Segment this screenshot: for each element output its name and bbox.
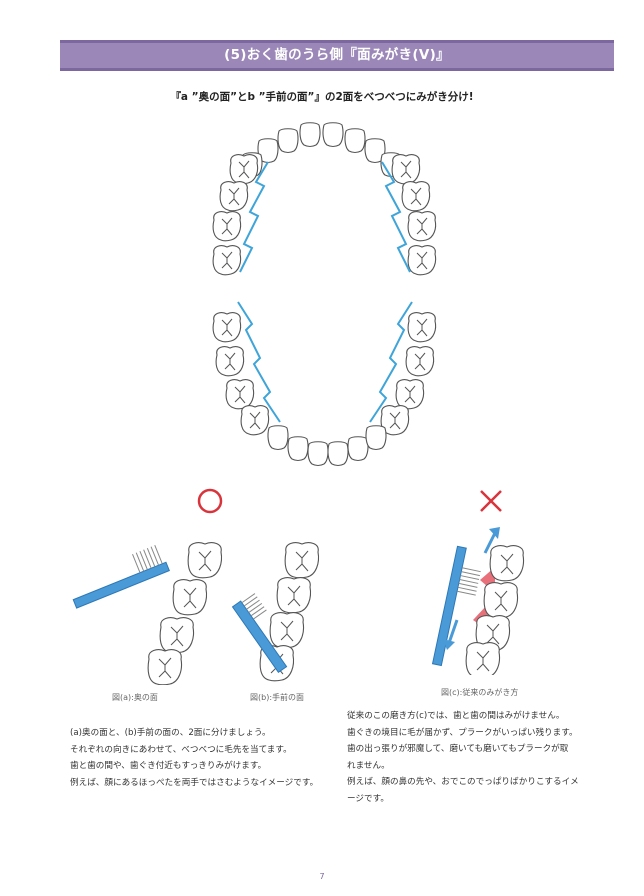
figure-c-caption: 図(c):従来のみがき方 <box>441 688 519 697</box>
up-arrow-icon <box>483 527 500 554</box>
down-arrow-icon <box>443 619 459 650</box>
figure-a-caption: 図(a):奥の面 <box>112 693 158 702</box>
left-explanation: (a)奥の面と、(b)手前の面の、2面に分けましょう。 それぞれの向きにあわせて… <box>70 725 340 791</box>
figure-a-illustration <box>72 542 223 685</box>
subtitle: 『a ”奥の面”とb ”手前の面”』の2面をべつべつにみがき分け! <box>170 91 474 103</box>
figure-c-illustration <box>431 527 525 675</box>
section-title: (5)おく歯のうら側『面みがき(V)』 <box>224 47 450 63</box>
left-text-line: それぞれの向きにあわせて、べつべつに毛先を当てます。 <box>70 744 292 755</box>
figure-b-illustration <box>232 542 320 682</box>
left-text-line: (a)奥の面と、(b)手前の面の、2面に分けましょう。 <box>70 728 271 738</box>
left-text-line: 歯と歯の間や、歯ぐき付近もすっきりみがけます。 <box>70 761 267 771</box>
bad-cross-icon <box>480 490 502 512</box>
good-circle-icon <box>197 488 223 514</box>
right-text-line: れません。 <box>347 760 390 771</box>
page-number: 7 <box>319 872 325 881</box>
right-text-line: 例えば、顔の鼻の先や、おでこのでっぱりばかりこするイメ <box>347 777 579 787</box>
right-text-line: 従来のこの磨き方(c)では、歯と歯の間はみがけません。 <box>347 711 565 721</box>
right-explanation: 従来のこの磨き方(c)では、歯と歯の間はみがけません。 歯ぐきの境目に毛が届かず… <box>347 708 617 807</box>
left-text-line: 例えば、顔にあるほっぺたを両手ではさむようなイメージです。 <box>70 777 319 788</box>
right-text-line: ージです。 <box>347 793 389 804</box>
dental-arch-illustration <box>212 122 437 467</box>
figure-b-caption: 図(b):手前の面 <box>250 693 305 702</box>
section-title-bar: (5)おく歯のうら側『面みがき(V)』 <box>60 40 614 71</box>
right-text-line: 歯の出っ張りが邪魔して、磨いても磨いてもプラークが取 <box>347 744 569 754</box>
right-text-line: 歯ぐきの境目に毛が届かず、プラークがいっぱい残ります。 <box>347 727 578 738</box>
